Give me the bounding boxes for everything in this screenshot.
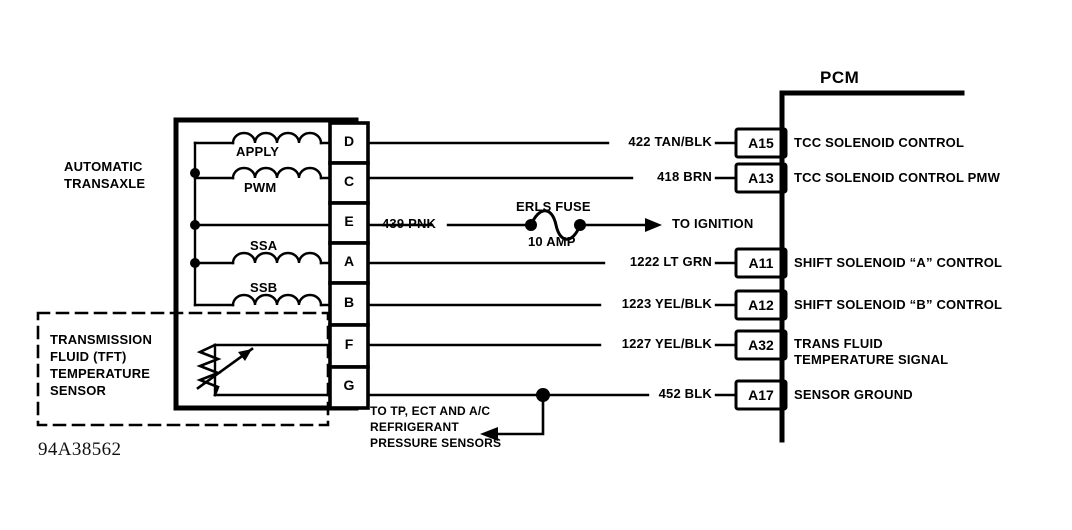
pin-label-F: F <box>344 336 354 352</box>
fuse-name-label: ERLS FUSE <box>516 199 591 214</box>
pin-cell-G <box>328 365 370 410</box>
coil-label-apply: APPLY <box>236 144 280 159</box>
coil-label-ssa: SSA <box>250 238 278 253</box>
wire-label-452: 452 BLK <box>658 386 712 401</box>
ssb-coil <box>231 293 323 307</box>
tft-label-line2: FLUID (TFT) <box>50 349 127 364</box>
fuse-rating-label: 10 AMP <box>528 234 576 249</box>
apply-coil <box>231 131 323 145</box>
pcm-title: PCM <box>820 68 860 87</box>
ssa-coil <box>231 251 323 265</box>
wire-label-439: 439 PNK <box>382 216 437 231</box>
function-label-A17: SENSOR GROUND <box>794 387 913 402</box>
pin-label-B: B <box>343 294 355 310</box>
wire-label-418: 418 BRN <box>657 169 712 184</box>
pin-label-G: G <box>343 377 355 393</box>
wire-label-1222: 1222 LT GRN <box>629 254 712 269</box>
transaxle-label-line2: TRANSAXLE <box>64 176 146 191</box>
function-label-A13: TCC SOLENOID CONTROL PMW <box>794 170 1001 185</box>
ignition-destination-label: TO IGNITION <box>672 216 754 231</box>
thermistor-arrow-head <box>238 349 252 361</box>
pin-label-C: C <box>343 173 355 189</box>
pwm-coil <box>231 166 323 180</box>
terminal-label-A17: A17 <box>748 387 774 403</box>
coil-label-pwm: PWM <box>244 180 277 195</box>
tft-label-line1: TRANSMISSION <box>50 332 153 347</box>
function-label-A11: SHIFT SOLENOID “A” CONTROL <box>794 255 1003 270</box>
wire-label-1223: 1223 YEL/BLK <box>621 296 712 311</box>
pin-label-E: E <box>344 213 354 229</box>
pin-label-D: D <box>343 133 355 149</box>
pin-cell-B <box>328 281 370 327</box>
wire-label-1227: 1227 YEL/BLK <box>621 336 712 351</box>
function-label-A15: TCC SOLENOID CONTROL <box>794 135 965 150</box>
ground-branch-path <box>490 393 545 436</box>
coil-label-ssb: SSB <box>250 280 278 295</box>
ground-branch-arrow-head <box>480 427 498 441</box>
pcm-boundary <box>779 90 965 443</box>
terminal-label-A11: A11 <box>748 255 774 271</box>
branch-note-line1: TO TP, ECT AND A/C <box>370 404 491 418</box>
function-label-A12: SHIFT SOLENOID “B” CONTROL <box>794 297 1003 312</box>
function-label-A32: TRANS FLUID <box>794 336 883 351</box>
tft-dashed-box <box>36 311 330 427</box>
thermistor-zigzag <box>196 343 222 397</box>
tft-label-line4: SENSOR <box>50 383 107 398</box>
terminal-label-A13: A13 <box>748 170 774 186</box>
fuse-squiggle <box>529 209 582 241</box>
terminal-label-A15: A15 <box>748 135 774 151</box>
transaxle-label-line1: AUTOMATIC <box>64 159 143 174</box>
terminal-label-A12: A12 <box>748 297 774 313</box>
branch-note-line2: REFRIGERANT <box>370 420 459 434</box>
ignition-arrow-head <box>645 218 662 232</box>
pin-label-A: A <box>343 253 355 269</box>
tft-label-line3: TEMPERATURE <box>50 366 151 381</box>
junction-dot-pwm <box>190 168 200 178</box>
wire-label-422: 422 TAN/BLK <box>628 134 712 149</box>
figure-id: 94A38562 <box>38 439 122 460</box>
branch-note-line3: PRESSURE SENSORS <box>370 436 502 450</box>
function-label-A32-line2: TEMPERATURE SIGNAL <box>794 352 949 367</box>
terminal-label-A32: A32 <box>748 337 774 353</box>
